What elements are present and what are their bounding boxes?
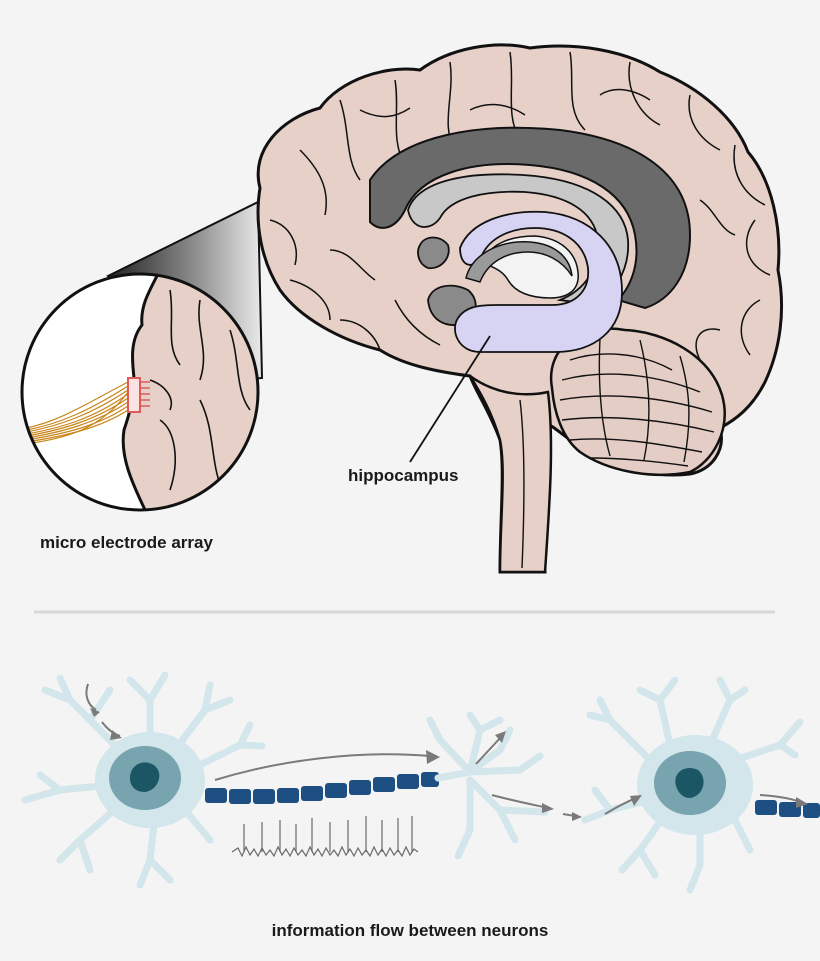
neuron-icon: [21, 671, 266, 889]
neuron-core: [675, 767, 704, 798]
electrode-wires: [25, 381, 129, 445]
cerebellum-folia: [559, 337, 715, 467]
neuron-icon: [581, 676, 804, 894]
hippocampus-pointer: [409, 335, 491, 463]
flow-arrowheads: [90, 708, 808, 821]
hippocampus-arc: [465, 241, 573, 283]
neuron-core: [130, 762, 160, 792]
label-hippocampus: hippocampus: [348, 466, 459, 485]
neuron-row: [21, 671, 820, 894]
hippocampus: [454, 210, 623, 353]
brainstem: [468, 374, 553, 574]
axon-myelin: [205, 772, 439, 804]
corpus-callosum: [369, 126, 692, 310]
magnifier-inset: [20, 272, 260, 512]
brainstem-line: [519, 399, 525, 569]
fornix-dark: [417, 236, 450, 270]
label-micro-electrode-array: micro electrode array: [40, 533, 213, 552]
label-information-flow: information flow between neurons: [271, 921, 549, 940]
axon-myelin: [755, 800, 820, 818]
electrode-array-icon: [127, 377, 150, 413]
axon-terminal: [426, 711, 549, 860]
brain-illustration: [106, 43, 784, 574]
spike-train-icon: [231, 816, 419, 858]
